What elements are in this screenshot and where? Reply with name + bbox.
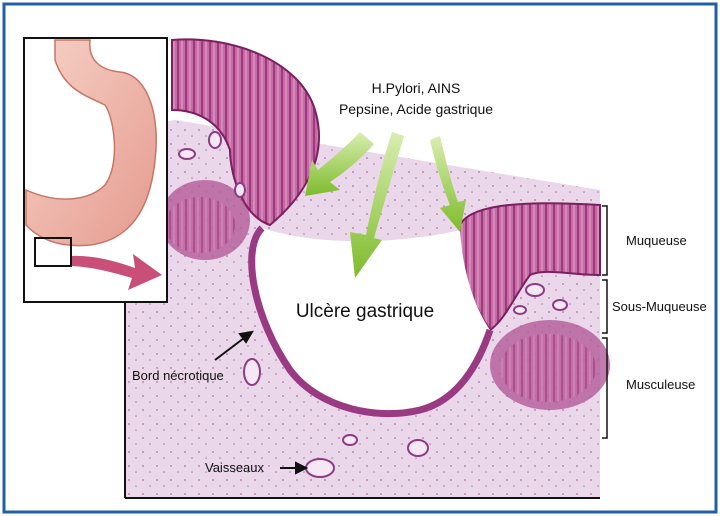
vessels-label: Vaisseaux (205, 460, 265, 475)
ulcer-label: Ulcère gastrique (296, 301, 434, 322)
layer-label-mucosa: Muqueuse (626, 233, 687, 248)
necrotic-edge-label: Bord nécrotique (132, 368, 224, 383)
causes-line-2: Pepsine, Acide gastrique (339, 101, 493, 117)
layer-label-submucosa: Sous-Muqueuse (612, 299, 707, 314)
causes-line-1: H.Pylori, AINS (372, 80, 461, 96)
layer-label-muscularis: Musculeuse (626, 377, 695, 392)
